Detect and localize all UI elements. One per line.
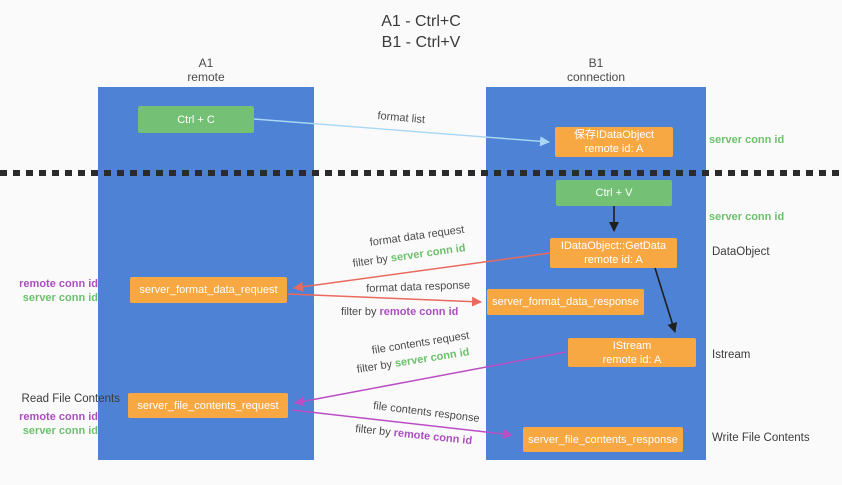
node-ctrl-v: Ctrl + V (556, 180, 672, 206)
label-format-data-response: format data response (366, 279, 471, 295)
label-remote-conn-id-left-1: remote conn id (19, 278, 98, 290)
node-server-file-contents-response: server_file_contents_response (523, 427, 683, 452)
label-filter-by-server-conn-1: filter by server conn id (352, 242, 466, 270)
label-format-list: format list (376, 110, 426, 127)
page-title: A1 - Ctrl+C B1 - Ctrl+V (0, 11, 842, 53)
node-server-format-data-request: server_format_data_request (130, 277, 287, 303)
title-line-a1: A1 - Ctrl+C (381, 13, 461, 30)
filter-by-text: filter by (354, 423, 395, 439)
arrow-format-data-response (287, 293, 482, 307)
label-file-contents-response: file contents response (372, 400, 481, 425)
lane-a1-name: A1 (198, 56, 214, 70)
label-filter-by-remote-conn-1: filter by remote conn id (341, 306, 458, 318)
lane-a1-role: remote (187, 70, 225, 84)
title-line-b1: B1 - Ctrl+V (381, 34, 461, 51)
label-server-conn-id-left-1: server conn id (22, 292, 98, 304)
label-server-conn-id-right-2: server conn id (709, 211, 785, 223)
label-read-file-contents: Read File Contents (21, 393, 120, 405)
node-save-dataobject-line1: 保存IDataObject (573, 129, 655, 141)
conn-id-pair-lower: remote conn id server conn id (10, 410, 98, 438)
node-istream: IStream remote id: A (568, 338, 696, 367)
label-server-conn-id-left-2: server conn id (22, 425, 98, 437)
filter-by-text: filter by (352, 252, 392, 270)
label-remote-conn-id-left-2: remote conn id (19, 411, 98, 423)
node-ctrl-c: Ctrl + C (138, 106, 254, 133)
node-istream-line2: remote id: A (602, 353, 662, 366)
lane-b1-name: B1 (588, 56, 604, 70)
label-write-file-contents: Write File Contents (712, 432, 810, 444)
node-save-dataobject: 保存IDataObject remote id: A (555, 127, 673, 157)
remote-conn-id-text: remote conn id (379, 306, 459, 318)
label-server-conn-id-right-1: server conn id (709, 134, 785, 146)
session-divider (0, 170, 842, 176)
node-server-file-contents-request: server_file_contents_request (128, 393, 288, 418)
filter-by-text: filter by (341, 306, 380, 318)
node-getdata-line2: remote id: A (584, 254, 643, 266)
node-save-dataobject-line2: remote id: A (584, 143, 644, 155)
label-dataobject: DataObject (712, 246, 770, 258)
label-filter-by-remote-conn-2: filter by remote conn id (355, 423, 473, 447)
lane-b1-role: connection (566, 70, 626, 84)
label-istream: Istream (712, 349, 751, 361)
conn-id-pair-upper: remote conn id server conn id (10, 277, 98, 305)
node-server-format-data-response: server_format_data_response (487, 289, 644, 315)
node-istream-line1: IStream (612, 339, 652, 352)
lane-header-a1: A1 remote (98, 56, 314, 84)
lane-header-b1: B1 connection (486, 56, 706, 84)
node-getdata: IDataObject::GetData remote id: A (550, 238, 677, 268)
remote-conn-id-text: remote conn id (393, 427, 473, 448)
server-conn-id-text: server conn id (390, 242, 467, 265)
node-getdata-line1: IDataObject::GetData (560, 240, 667, 252)
filter-by-text: filter by (356, 357, 396, 376)
